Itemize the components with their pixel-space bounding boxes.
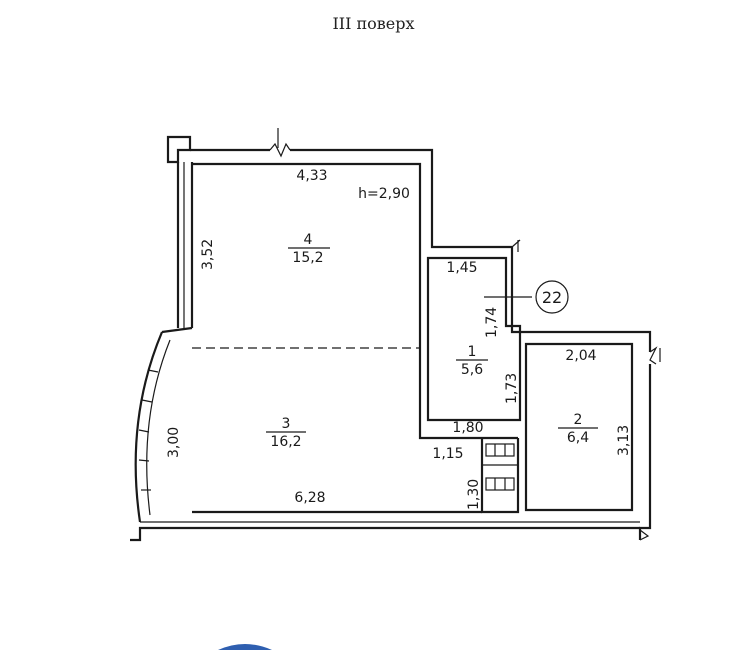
dim-room1-width-top: 1,45 [446,260,477,276]
dim-room3-width: 6,28 [294,490,325,506]
floor-title: III поверх [332,14,415,33]
dim-room1-depth-lower: 1,73 [504,373,520,404]
room-4-label: 4 15,2 [288,232,330,266]
dim-wc-width: 1,15 [432,446,463,462]
room-1-area: 5,6 [461,362,483,378]
room1-inner [426,256,522,422]
dim-room3-depth: 3,00 [166,427,182,458]
dim-room1-width-bottom: 1,80 [452,420,483,436]
ceiling-height: h=2,90 [358,186,410,202]
room-2-area: 6,4 [567,430,589,446]
unit-number-marker: 22 [484,280,569,314]
shaft-block [480,438,520,514]
room-3-label: 3 16,2 [266,416,306,450]
room1-walls [418,345,518,440]
dim-room2-depth: 3,13 [616,425,632,456]
room4-walls [192,162,422,345]
room2-walls [524,342,634,512]
room-1-number: 1 [468,344,477,360]
room-1-label: 1 5,6 [456,344,488,378]
stamp-fragment [218,644,272,650]
room-2-number: 2 [574,412,583,428]
room-4-number: 4 [304,232,313,248]
dim-room1-depth-upper: 1,74 [484,307,500,338]
room-3-number: 3 [282,416,291,432]
dim-room2-width: 2,04 [565,348,596,364]
dim-room4-depth: 3,52 [200,239,216,270]
room-2-label: 2 6,4 [558,412,598,446]
room-4-area: 15,2 [292,250,323,266]
dim-room4-width: 4,33 [296,168,327,184]
outer-walls [130,128,661,542]
room-3-area: 16,2 [270,434,301,450]
bay-window [138,369,159,491]
dim-wc-depth: 1,30 [466,479,482,510]
unit-number: 22 [542,288,562,307]
